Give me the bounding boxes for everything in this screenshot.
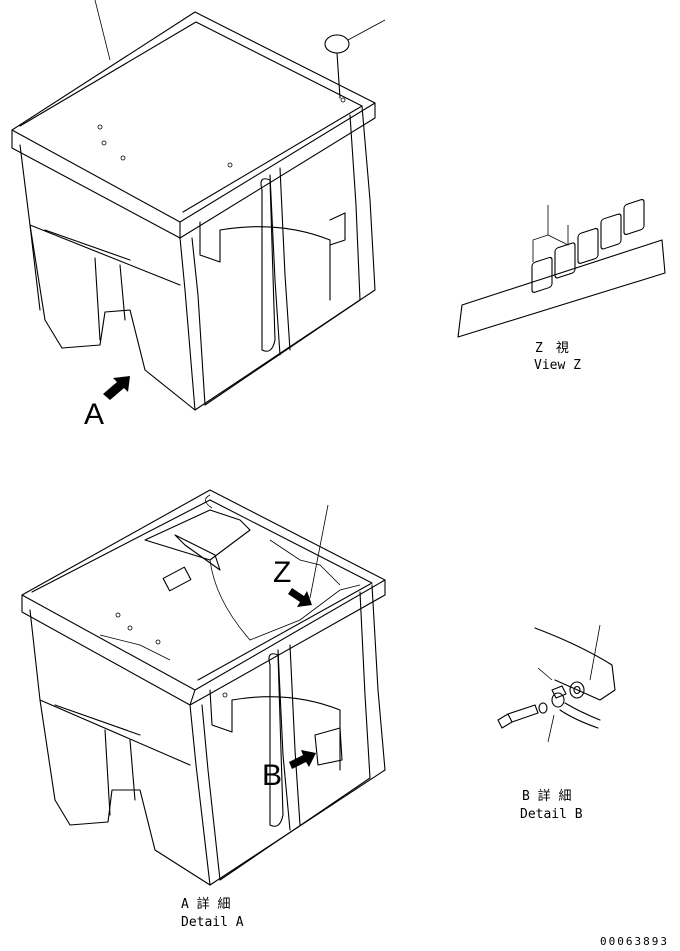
detail-a-caption-jp: A 詳 細 — [181, 896, 230, 912]
callout-b-label: B — [262, 759, 282, 792]
detail-b-fastener — [497, 624, 616, 743]
cab-detail-a-view — [21, 489, 386, 886]
view-z-caption-en: View Z — [534, 358, 581, 373]
callout-z-label: Z — [273, 556, 291, 589]
detail-b-caption-jp: B 詳 細 — [522, 788, 571, 804]
callout-a-label: A — [84, 398, 104, 431]
document-number: 00063893 — [600, 935, 669, 948]
detail-b-caption-en: Detail B — [520, 807, 583, 822]
view-z-detail — [457, 198, 666, 338]
cab-assembly-view — [11, 0, 386, 411]
vent-slots — [531, 198, 645, 293]
view-z-caption-jp: Z 視 — [535, 341, 569, 356]
detail-a-caption-en: Detail A — [181, 915, 244, 930]
